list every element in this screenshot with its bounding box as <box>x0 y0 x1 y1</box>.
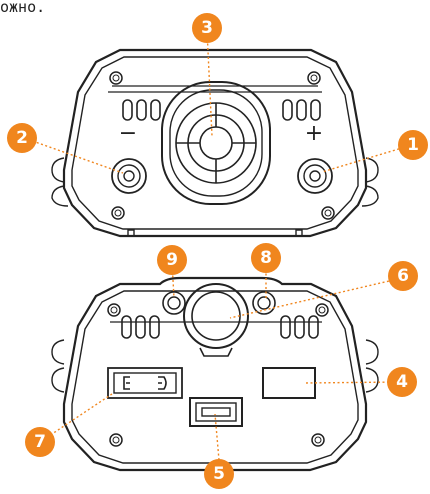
callout-badges: 1 2 3 4 5 6 7 8 <box>7 13 428 489</box>
callout-3: 3 <box>192 13 222 43</box>
screw-icon <box>107 303 329 447</box>
callout-4: 4 <box>387 367 417 397</box>
speaker-grille <box>161 81 271 205</box>
volume-minus-knob <box>111 158 147 194</box>
callout-6: 6 <box>388 261 418 291</box>
volume-plus-knob <box>297 158 333 194</box>
svg-text:9: 9 <box>166 250 178 270</box>
svg-text:7: 7 <box>34 432 46 452</box>
svg-text:5: 5 <box>213 464 225 484</box>
screw-icon <box>109 71 335 220</box>
svg-text:2: 2 <box>16 128 28 148</box>
callout-7: 7 <box>25 427 55 457</box>
rear-vent-slots-right <box>280 315 319 339</box>
callout-lines <box>23 29 413 461</box>
front-panel: − + <box>51 48 379 238</box>
power-socket <box>107 367 183 399</box>
callout-1: 1 <box>398 130 428 160</box>
svg-text:4: 4 <box>396 372 408 392</box>
callout-5: 5 <box>204 459 234 489</box>
laser-lens <box>183 283 249 357</box>
vent-slots-left <box>122 99 161 121</box>
power-switch <box>262 367 316 399</box>
caption-text: ожно. <box>0 0 46 16</box>
indicator-9 <box>162 291 186 315</box>
minus-label: − <box>119 121 137 146</box>
data-port <box>189 397 243 427</box>
svg-text:6: 6 <box>397 266 409 286</box>
indicator-8 <box>252 291 276 315</box>
svg-text:3: 3 <box>201 18 213 38</box>
svg-text:1: 1 <box>407 135 419 155</box>
callout-9: 9 <box>157 245 187 275</box>
vent-slots-right <box>282 99 321 121</box>
svg-text:8: 8 <box>260 248 272 268</box>
rear-vent-slots-left <box>121 315 160 339</box>
callout-2: 2 <box>7 123 37 153</box>
rear-panel <box>51 276 379 472</box>
plus-label: + <box>305 121 323 146</box>
callout-8: 8 <box>251 243 281 273</box>
